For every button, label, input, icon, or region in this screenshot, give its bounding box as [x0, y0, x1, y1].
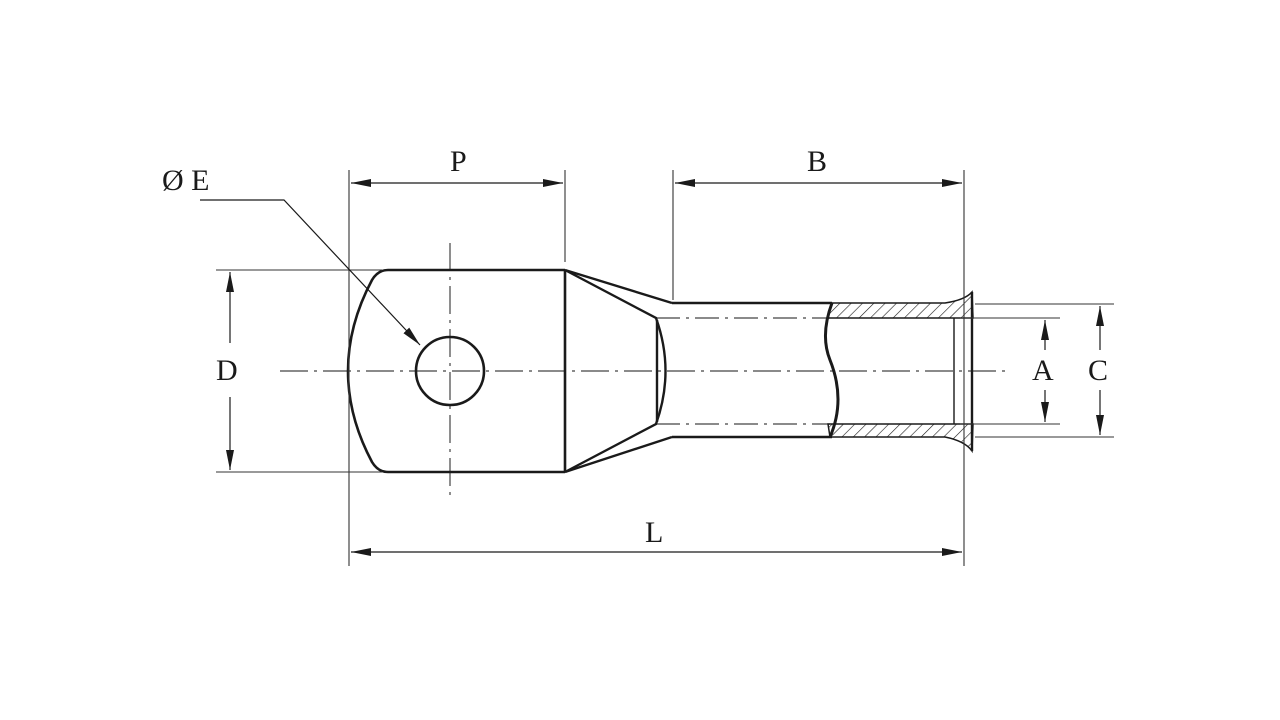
label-C: C	[1088, 354, 1109, 387]
extension-lines	[216, 170, 1114, 566]
dimension-lines	[200, 179, 1104, 556]
bore-hidden-lines	[656, 317, 830, 425]
section-hatch-bottom	[827, 423, 974, 454]
label-diameter-E: Ø E	[162, 164, 210, 197]
center-lines	[280, 243, 1010, 498]
neck-outline	[564, 268, 673, 474]
section-break-line	[824, 302, 840, 438]
barrel-outline	[672, 301, 832, 439]
section-hatch-top	[827, 290, 974, 319]
label-D: D	[216, 354, 238, 387]
palm-outline	[346, 268, 567, 474]
leader-E	[200, 199, 421, 346]
label-L: L	[645, 516, 664, 549]
label-B: B	[807, 145, 828, 178]
label-P: P	[450, 145, 467, 178]
label-A: A	[1032, 354, 1054, 387]
